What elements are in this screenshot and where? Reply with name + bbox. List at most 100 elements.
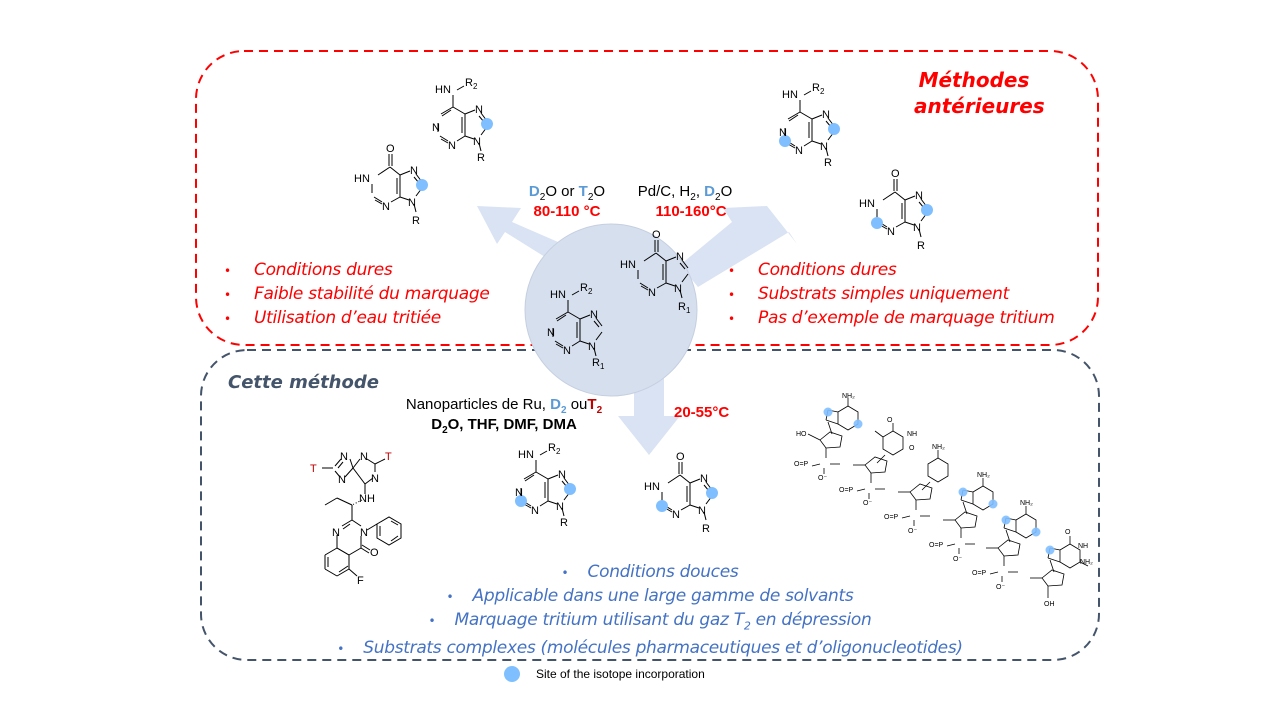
svg-text:R: R <box>412 215 420 227</box>
temperature-previous-left: 80-110 °C <box>533 203 601 220</box>
svg-text:N: N <box>915 190 923 202</box>
svg-text:N: N <box>448 140 456 152</box>
list-item: •Conditions douces <box>210 561 1090 585</box>
subscript: 2 <box>587 192 594 203</box>
svg-text:O: O <box>676 451 685 463</box>
subscript: 2 <box>560 405 567 416</box>
reagent-text: O or <box>545 183 579 200</box>
bullet-text: Utilisation d’eau tritiée <box>254 308 441 328</box>
svg-text:N: N <box>590 309 598 321</box>
this-method-title: Cette méthode <box>228 372 379 393</box>
list-item: • Utilisation d’eau tritiée <box>224 307 490 331</box>
svg-text:HN: HN <box>620 259 636 271</box>
legend: Site of the isotope incorporation <box>504 666 705 682</box>
svg-text:N: N <box>473 136 481 148</box>
list-item: •Substrats simples uniquement <box>728 283 1055 307</box>
svg-text:NH: NH <box>907 431 917 438</box>
svg-text:HN: HN <box>550 289 566 301</box>
svg-text:N: N <box>408 197 416 209</box>
molecule-adenine-previous-right: HN R2 N N N N R <box>779 82 840 169</box>
svg-text:O=P: O=P <box>884 514 899 521</box>
svg-text:NH₂: NH₂ <box>1020 500 1033 507</box>
bullet-text: Substrats complexes (molécules pharmaceu… <box>363 638 963 659</box>
temperature-previous-right: 110-160°C <box>655 203 727 220</box>
reagents-previous-right: Pd/C, H2, D2O <box>630 183 740 203</box>
this-method-advantages: •Conditions douces •Applicable dans une … <box>210 561 1090 661</box>
svg-text:R: R <box>477 152 485 164</box>
svg-text:N: N <box>410 165 418 177</box>
svg-text:NH: NH <box>359 493 375 505</box>
subscript: 2 <box>596 405 603 416</box>
svg-text:HN: HN <box>435 84 451 96</box>
svg-text:O=P: O=P <box>929 542 944 549</box>
bullet-text: Faible stabilité du marquage <box>254 284 490 304</box>
svg-text:R: R <box>560 517 568 529</box>
svg-text:N: N <box>588 341 596 353</box>
bullet: • <box>728 288 735 302</box>
arrow-down <box>618 360 680 455</box>
conditions-previous-left: D2O or T2O 80-110 °C <box>522 183 612 220</box>
molecule-hypoxanthine-previous-left: O HN N N N R <box>354 143 428 227</box>
svg-text:O: O <box>652 229 661 241</box>
legend-label: Site of the isotope incorporation <box>536 667 705 681</box>
svg-text:R: R <box>824 157 832 169</box>
svg-text:N: N <box>672 509 680 521</box>
bullet: • <box>224 312 231 326</box>
svg-text:N: N <box>558 469 566 481</box>
svg-text:N: N <box>820 141 828 153</box>
bullet-text: en dépression <box>750 610 872 630</box>
isotope-site-marker-icon <box>504 666 520 682</box>
list-item: •Faible stabilité du marquage <box>224 283 490 307</box>
svg-text:R1: R1 <box>678 301 691 315</box>
list-item: •Conditions dures <box>224 259 490 283</box>
svg-text:T: T <box>385 451 392 463</box>
solvent-text: O, THF, DMF, DMA <box>447 416 577 433</box>
svg-text:OH: OH <box>1044 601 1055 608</box>
bullet: • <box>337 642 345 657</box>
svg-text:O=P: O=P <box>839 487 854 494</box>
svg-text:O⁻: O⁻ <box>863 500 872 507</box>
subscript: 2 <box>539 192 546 203</box>
conditions-this-method: Nanoparticles de Ru, D2 ouT2 D2O, THF, D… <box>388 396 620 436</box>
previous-methods-title-line2: antérieures <box>914 94 1045 118</box>
svg-text:N: N <box>360 451 368 463</box>
svg-text:R2: R2 <box>465 77 478 91</box>
solvent-text: D <box>431 416 443 433</box>
svg-text:NH₂: NH₂ <box>842 393 855 400</box>
svg-text:HN: HN <box>354 173 370 185</box>
svg-text:O: O <box>887 417 893 424</box>
molecule-hypoxanthine-substrate: O HN N N N R1 <box>620 229 691 315</box>
svg-text:N: N <box>700 473 708 485</box>
svg-text:O: O <box>891 168 900 180</box>
svg-text:O⁻: O⁻ <box>818 475 827 482</box>
svg-text:O=P: O=P <box>972 570 987 577</box>
bullet: • <box>728 264 735 278</box>
svg-text:N: N <box>698 505 706 517</box>
svg-text:N: N <box>515 487 523 499</box>
bullet-text: Conditions dures <box>758 260 897 280</box>
bullet: • <box>728 312 735 326</box>
bullet: • <box>428 614 436 628</box>
svg-text:N: N <box>332 527 340 539</box>
svg-text:N: N <box>556 501 564 513</box>
tritium-label: T <box>578 183 588 200</box>
molecule-tritiated-drug: T N N T N N NH N N O F <box>310 451 402 587</box>
deuterium-label: D <box>704 183 716 200</box>
svg-text:N: N <box>676 251 684 263</box>
solvents-line: D2O, THF, DMF, DMA <box>388 416 620 436</box>
svg-text:NH: NH <box>1078 543 1088 550</box>
svg-text:O⁻: O⁻ <box>996 584 1005 591</box>
reagent-text: O <box>593 183 606 200</box>
svg-text:O⁻: O⁻ <box>908 528 917 535</box>
bullet: • <box>561 566 569 580</box>
svg-text:F: F <box>357 575 364 587</box>
svg-text:NH₂: NH₂ <box>1080 559 1093 566</box>
svg-text:N: N <box>779 127 787 139</box>
list-item: • Substrats complexes (molécules pharmace… <box>210 637 1090 661</box>
svg-text:R2: R2 <box>812 82 825 96</box>
svg-text:N: N <box>913 222 921 234</box>
svg-text:O⁻: O⁻ <box>953 556 962 563</box>
svg-text:N: N <box>563 345 571 357</box>
